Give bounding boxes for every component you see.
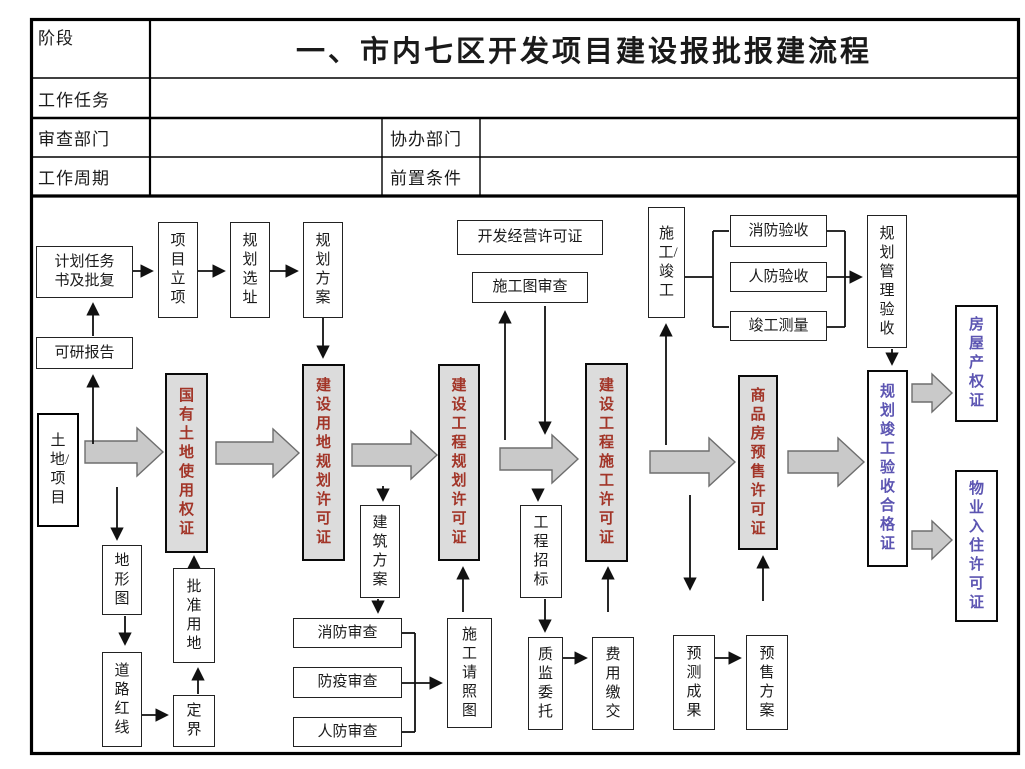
node-construction-license-drawing: 施工请照图: [447, 618, 492, 728]
node-dev-operation-permit: 开发经营许可证: [457, 220, 603, 255]
node-label: 人防验收: [748, 268, 809, 285]
node-forecast-results: 预测成果: [673, 635, 715, 730]
node-planning-mgmt-acceptance: 规划管理验收: [867, 215, 907, 348]
node-label: 消防验收: [748, 222, 809, 239]
node-civil-defense-acceptance: 人防验收: [730, 262, 827, 292]
node-label: 竣工测量: [748, 317, 809, 334]
node-feasibility-report: 可研报告: [36, 337, 133, 369]
node-label: 建设工程施工许可证: [598, 378, 614, 546]
node-label: 预售方案: [759, 645, 775, 719]
node-site-selection: 规划选址: [230, 222, 270, 318]
node-state-land-cert: 国有土地使用权证: [165, 373, 208, 553]
process-stage-arrows: [84, 372, 954, 561]
precondition-label: 前置条件: [390, 157, 462, 196]
co-dept-text: 协办部门: [390, 130, 462, 149]
node-label: 施工/竣工: [658, 225, 678, 299]
node-label: 规划选址: [242, 233, 258, 306]
node-label: 地形图: [114, 552, 130, 607]
node-presale-scheme: 预售方案: [746, 635, 788, 730]
node-land-planning-permit: 建设用地规划许可证: [302, 364, 345, 561]
node-fire-acceptance: 消防验收: [730, 215, 827, 247]
node-label: 施工图审查: [492, 279, 568, 295]
node-label: 国有土地使用权证: [178, 388, 194, 537]
node-boundary: 定界: [173, 695, 215, 747]
node-label: 开发经营许可证: [477, 229, 583, 245]
node-quality-supervision: 质监委托: [528, 637, 563, 730]
node-label: 定界: [186, 703, 202, 738]
node-label: 消防审查: [317, 624, 378, 641]
node-label: 规划方案: [315, 233, 331, 306]
block-arrow: [215, 427, 301, 479]
node-label: 项目立项: [170, 233, 186, 306]
review-dept-text: 审查部门: [38, 130, 110, 149]
node-fire-review: 消防审查: [293, 618, 402, 648]
node-label: 规划竣工验收合格证: [879, 384, 895, 552]
node-project-bidding: 工程招标: [520, 505, 562, 598]
cycle-text: 工作周期: [38, 169, 110, 188]
node-road-redline: 道路红线: [102, 652, 142, 747]
bracket-lines: [402, 230, 846, 733]
node-arch-scheme: 建筑方案: [360, 505, 400, 598]
node-label: 规划管理验收: [879, 225, 895, 337]
node-label: 商品房预售许可证: [750, 387, 766, 537]
task-label-text: 工作任务: [38, 90, 110, 110]
block-arrow: [787, 436, 866, 488]
block-arrow: [351, 429, 439, 481]
node-label: 批准用地: [186, 578, 202, 652]
node-label: 建设用地规划许可证: [315, 378, 331, 546]
node-label: 土地/项目: [50, 433, 70, 506]
node-land-project: 土地/项目: [37, 413, 79, 527]
node-label: 物业入住许可证: [968, 480, 984, 611]
block-arrow: [499, 433, 580, 485]
block-arrow: [911, 372, 954, 414]
node-label: 防疫审查: [317, 674, 378, 690]
node-fee-payment: 费用缴交: [592, 637, 634, 730]
node-label: 建筑方案: [372, 514, 388, 588]
node-civil-defense-review: 人防审查: [293, 717, 402, 747]
node-presale-permit: 商品房预售许可证: [738, 375, 778, 550]
node-label: 工程招标: [533, 514, 549, 588]
node-drawing-review: 施工图审查: [472, 272, 588, 303]
node-plan-task: 计划任务书及批复: [36, 246, 133, 298]
node-planning-completion-cert: 规划竣工验收合格证: [867, 370, 908, 567]
node-label: 质监委托: [537, 646, 553, 720]
node-label: 道路红线: [114, 662, 130, 736]
review-dept-label: 审查部门: [38, 118, 110, 157]
node-house-property-cert: 房屋产权证: [955, 305, 998, 422]
node-occupancy-permit: 物业入住许可证: [955, 470, 998, 622]
block-arrow: [84, 426, 165, 478]
node-construction-permit: 建设工程施工许可证: [585, 363, 628, 562]
node-project-planning-permit: 建设工程规划许可证: [438, 364, 480, 561]
node-approved-land: 批准用地: [173, 568, 215, 663]
node-plan-scheme: 规划方案: [303, 222, 343, 318]
node-completion-survey: 竣工测量: [730, 311, 827, 341]
connector-arrows: [86, 264, 899, 722]
node-construction-completion: 施工/竣工: [648, 207, 685, 318]
node-label: 费用缴交: [605, 646, 621, 720]
node-label: 人防审查: [317, 723, 378, 740]
node-label: 房屋产权证: [968, 317, 984, 409]
stage-label: 阶段: [38, 24, 74, 48]
node-epidemic-review: 防疫审查: [293, 667, 402, 698]
node-label: 计划任务书及批复: [54, 254, 115, 289]
task-label: 工作任务: [38, 78, 110, 118]
node-label: 可研报告: [54, 344, 115, 361]
page-title: 一、市内七区开发项目建设报批报建流程: [295, 35, 872, 68]
block-arrow: [649, 436, 737, 488]
stage-label-text: 阶段: [38, 28, 74, 48]
node-label: 施工请照图: [461, 626, 477, 719]
node-label: 建设工程规划许可证: [451, 378, 467, 546]
node-topo-map: 地形图: [102, 545, 142, 615]
table-grid: [29, 17, 1021, 756]
precondition-text: 前置条件: [390, 169, 462, 188]
co-dept-label: 协办部门: [390, 118, 462, 157]
node-label: 预测成果: [686, 645, 702, 719]
node-project-approval: 项目立项: [158, 222, 198, 318]
cycle-label: 工作周期: [38, 157, 110, 196]
block-arrow: [911, 519, 954, 561]
